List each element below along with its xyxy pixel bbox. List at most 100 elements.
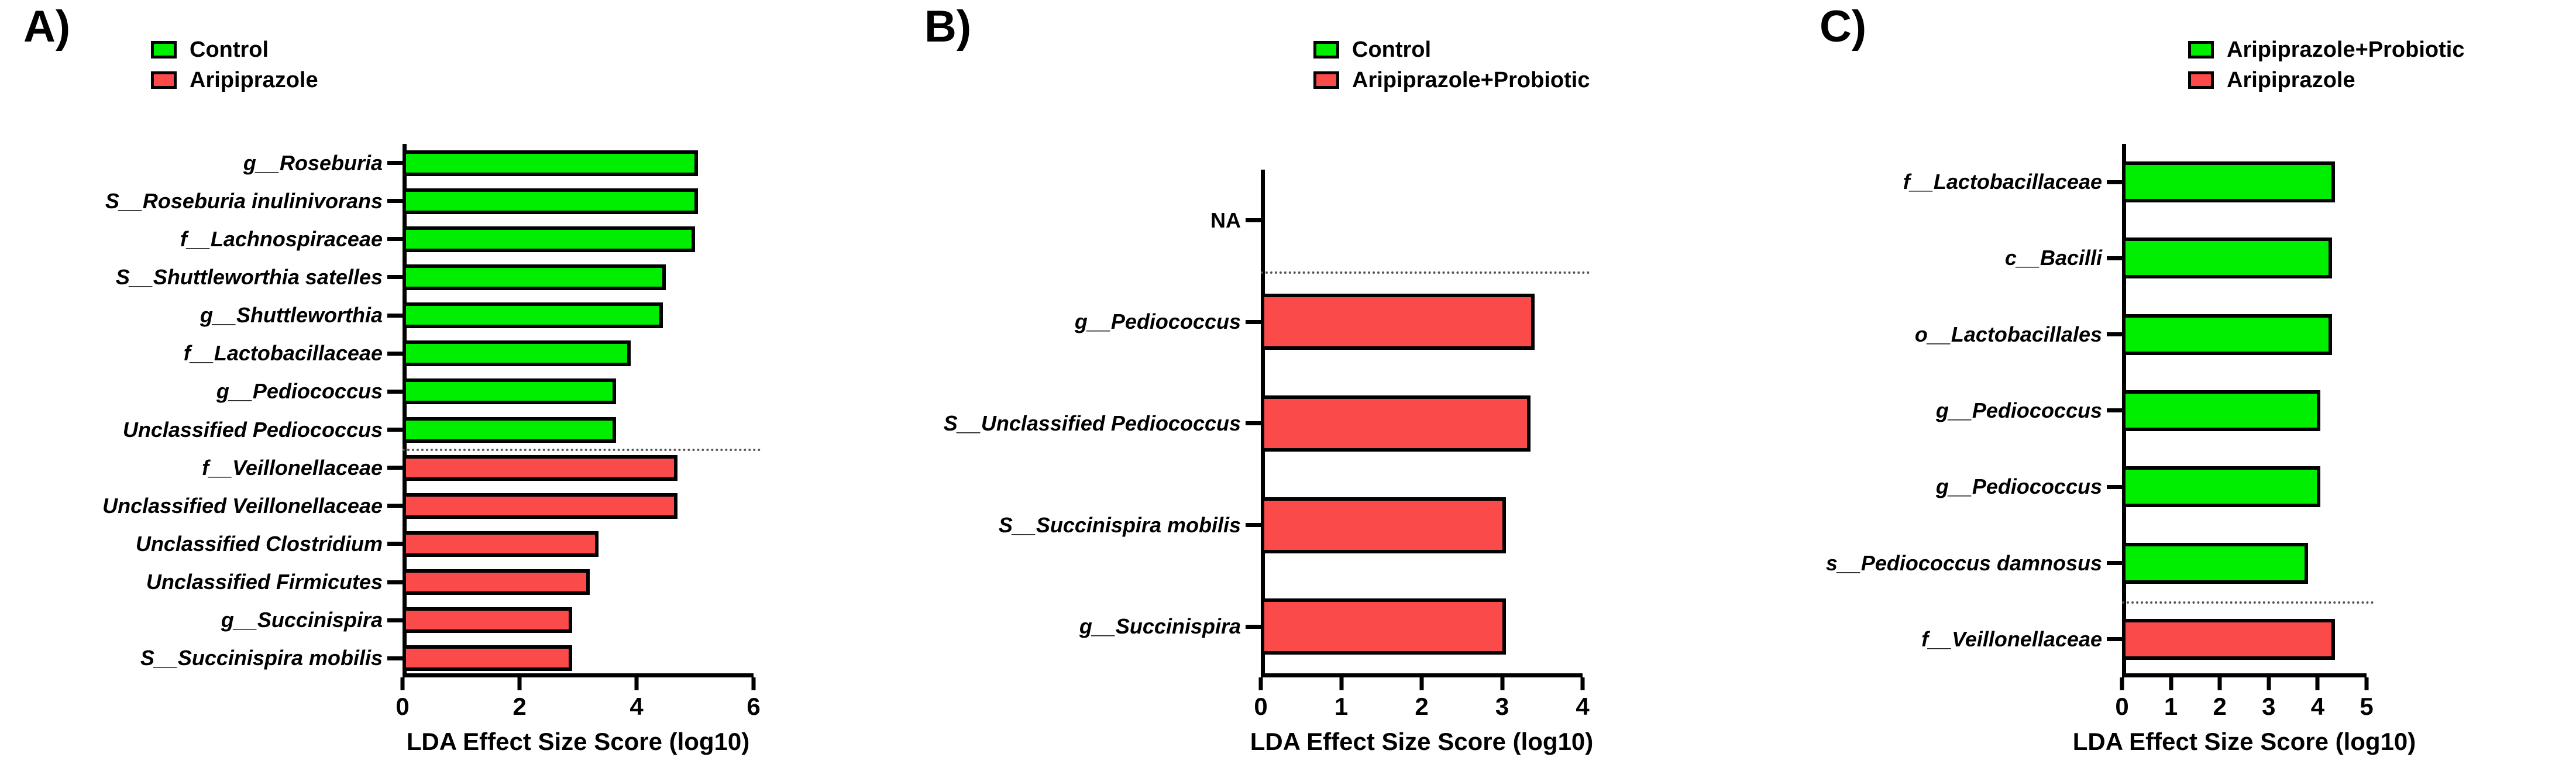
- bar-label: g__Pediococcus: [1935, 474, 2102, 499]
- bar-label: f__Lactobacillaceae: [183, 341, 383, 366]
- bar[interactable]: [403, 569, 590, 596]
- legend-swatch-aripiprazole-probiotic: [1313, 71, 1339, 89]
- legend-swatch-control: [1313, 41, 1339, 58]
- bar-row: S__Roseburia inulinivorans: [105, 182, 754, 220]
- bar[interactable]: [403, 531, 599, 557]
- bar-label: NA: [1210, 208, 1241, 232]
- bar-label: s__Pediococcus damnosus: [1825, 550, 2102, 575]
- bar-row: Unclassified Firmicutes: [146, 563, 754, 601]
- legend-item-aripiprazole[interactable]: Aripiprazole: [151, 67, 318, 94]
- legend-label-aripiprazole-probiotic: Aripiprazole+Probiotic: [2227, 37, 2465, 62]
- legend-swatch-control: [151, 41, 177, 58]
- bar[interactable]: [1261, 294, 1535, 350]
- bar-row: g__Shuttleworthia: [200, 297, 754, 335]
- group-separator: [2122, 601, 2374, 604]
- bar[interactable]: [403, 455, 677, 481]
- bar[interactable]: [2122, 542, 2308, 584]
- bar-label: g__Pediococcus: [216, 379, 383, 404]
- bar-row: g__Pediococcus: [1936, 373, 2367, 449]
- y-tick: [2107, 408, 2122, 413]
- bar-row: g__Succinispira: [221, 601, 754, 639]
- panel-c-axis-title: LDA Effect Size Score (log10): [2072, 728, 2416, 755]
- bar[interactable]: [2122, 390, 2320, 431]
- bar[interactable]: [403, 493, 677, 519]
- x-tick-label: 0: [2115, 693, 2129, 720]
- bar-label: f__Veillonellaceae: [1921, 627, 2102, 651]
- panel-a-axis-title: LDA Effect Size Score (log10): [406, 728, 750, 755]
- legend-item-aripiprazole-probiotic[interactable]: Aripiprazole+Probiotic: [1313, 67, 1590, 94]
- bar-label: c__Bacilli: [2004, 246, 2102, 270]
- bar-row: g__Roseburia: [243, 144, 754, 182]
- x-axis-line: [403, 673, 754, 677]
- bar-label: g__Roseburia: [243, 150, 383, 175]
- legend-item-control[interactable]: Control: [151, 36, 318, 63]
- y-tick: [387, 275, 403, 280]
- bar-row: g__Succinispira: [1079, 576, 1583, 677]
- y-tick: [387, 161, 403, 166]
- bar[interactable]: [1261, 497, 1507, 553]
- x-tick: [2169, 677, 2173, 690]
- bar-label: g__Succinispira: [221, 608, 383, 632]
- bar[interactable]: [403, 378, 616, 405]
- x-tick-label: 2: [2213, 693, 2227, 720]
- x-axis-line: [2122, 673, 2367, 677]
- legend-swatch-aripiprazole-probiotic: [2188, 41, 2214, 58]
- y-tick: [2107, 332, 2122, 337]
- bar-row: S__Unclassified Pediococcus: [944, 373, 1583, 474]
- bar[interactable]: [403, 607, 572, 634]
- y-tick: [387, 618, 403, 622]
- bar-label: Unclassified Pediococcus: [122, 417, 383, 442]
- y-tick: [2107, 484, 2122, 489]
- y-tick: [387, 428, 403, 432]
- bar[interactable]: [403, 340, 631, 367]
- x-tick: [2217, 677, 2222, 690]
- legend-item-aripiprazole[interactable]: Aripiprazole: [2188, 67, 2464, 94]
- x-axis-line: [1261, 673, 1583, 677]
- y-tick: [387, 351, 403, 356]
- y-tick: [2107, 256, 2122, 260]
- bar-label: g__Pediococcus: [1074, 309, 1241, 334]
- bar-row: Unclassified Pediococcus: [123, 411, 754, 449]
- legend-label-control: Control: [190, 37, 269, 62]
- bar[interactable]: [403, 417, 616, 443]
- bar[interactable]: [403, 226, 695, 252]
- x-tick: [751, 677, 756, 690]
- bar[interactable]: [403, 150, 698, 176]
- bar[interactable]: [2122, 466, 2320, 508]
- x-tick-label: 4: [630, 693, 644, 720]
- legend-label-control: Control: [1352, 37, 1432, 62]
- bar[interactable]: [2122, 238, 2333, 279]
- y-tick: [387, 656, 403, 660]
- bar[interactable]: [2122, 314, 2333, 355]
- x-tick: [1580, 677, 1585, 690]
- bar-row: f__Lactobacillaceae: [184, 335, 754, 373]
- bar-row: Unclassified Veillonellaceae: [102, 487, 754, 525]
- y-tick: [2107, 637, 2122, 642]
- bar-label: S__Unclassified Pediococcus: [943, 411, 1241, 435]
- legend-label-aripiprazole: Aripiprazole: [190, 67, 318, 92]
- bar[interactable]: [2122, 618, 2335, 660]
- bar[interactable]: [403, 302, 663, 329]
- bar[interactable]: [1261, 395, 1531, 452]
- legend-item-aripiprazole-probiotic[interactable]: Aripiprazole+Probiotic: [2188, 36, 2464, 63]
- x-tick-label: 5: [2360, 693, 2374, 720]
- bar[interactable]: [2122, 161, 2335, 203]
- legend-item-control[interactable]: Control: [1313, 36, 1590, 63]
- bar[interactable]: [403, 645, 572, 672]
- x-tick: [400, 677, 405, 690]
- y-tick: [387, 580, 403, 584]
- bar[interactable]: [403, 264, 666, 290]
- y-tick: [387, 466, 403, 470]
- bar[interactable]: [1261, 598, 1507, 655]
- bar[interactable]: [403, 188, 698, 214]
- x-tick-label: 0: [395, 693, 410, 720]
- panel-b-axis-title: LDA Effect Size Score (log10): [1250, 728, 1594, 755]
- bar-label: S__Succinispira mobilis: [140, 646, 383, 670]
